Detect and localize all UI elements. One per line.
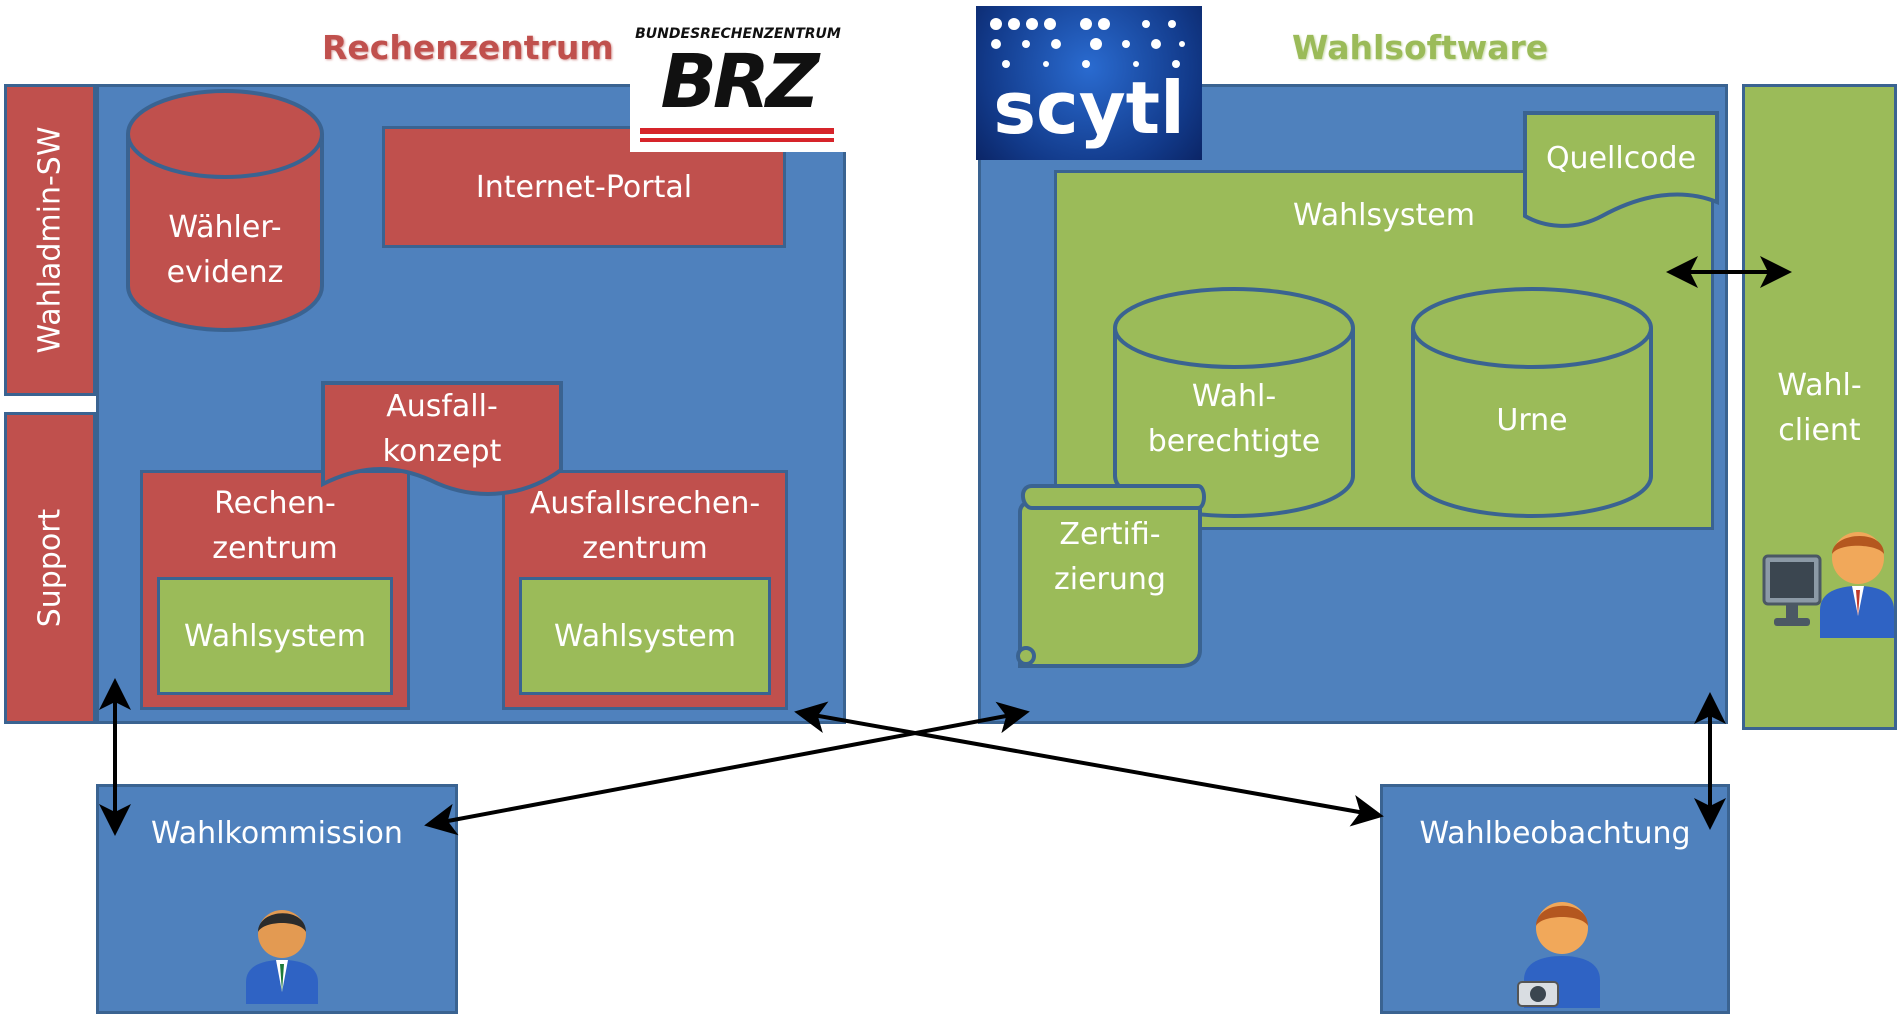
wahlsystem-label-1: Wahlsystem: [184, 619, 366, 654]
rechenzentrum-box: Rechen- zentrum Wahlsystem: [140, 470, 410, 710]
wahlsystem-label-2: Wahlsystem: [554, 619, 736, 654]
wahlsystem-main-label: Wahlsystem: [1293, 198, 1475, 233]
ausfallkonzept-label: Ausfall- konzept: [382, 389, 502, 469]
arrow-rechenzentrum-wahlbeobachtung: [794, 701, 1384, 827]
arrow-wahlkommission-wahlsoftware: [424, 701, 1030, 836]
observer-person-icon: [1517, 902, 1600, 1008]
database-wahlberechtigte-label: Wahl- berechtigte: [1147, 379, 1321, 459]
official-person-icon: [246, 910, 318, 1004]
quellcode-label: Quellcode: [1545, 141, 1697, 176]
database-waehlerevidenz-label: Wähler- evidenz: [166, 210, 284, 290]
database-urne-icon: [1411, 287, 1653, 518]
wahlkommission-label: Wahlkommission: [151, 816, 403, 851]
database-waehlerevidenz-icon: [126, 89, 324, 332]
brz-logo-mark: BRZ: [660, 39, 819, 125]
brz-logo: BUNDESRECHENZENTRUM BRZ: [630, 20, 846, 152]
side-support-panel: Support: [4, 412, 96, 724]
wahlsystem-box-2: Wahlsystem: [519, 577, 771, 695]
wahlclient-label: Wahl- client: [1777, 368, 1862, 448]
database-urne-label: Urne: [1496, 403, 1568, 438]
scytl-dots-icon: [990, 18, 1185, 68]
internet-portal-label: Internet-Portal: [475, 170, 693, 205]
wahlbeobachtung-label: Wahlbeobachtung: [1419, 816, 1691, 851]
side-wahladmin-panel: Wahladmin-SW: [4, 84, 96, 396]
ausfallsrechenzentrum-box: Ausfallsrechen- zentrum Wahlsystem: [502, 470, 788, 710]
scytl-logo: scytl: [976, 6, 1202, 160]
brz-logo-caption: BUNDESRECHENZENTRUM: [635, 26, 841, 42]
zertifizierung-scroll-icon: [1016, 484, 1206, 668]
scytl-wordmark: scytl: [993, 66, 1185, 150]
wahlsystem-box-1: Wahlsystem: [157, 577, 393, 695]
heading-rechenzentrum: Rechenzentrum: [322, 28, 614, 67]
ausfallkonzept-document-icon: [321, 381, 563, 496]
ausfallsrechenzentrum-label: Ausfallsrechen- zentrum: [529, 486, 761, 566]
wahlbeobachtung-box: Wahlbeobachtung: [1380, 784, 1730, 1014]
quellcode-document-icon: [1523, 111, 1719, 228]
rechenzentrum-label: Rechen- zentrum: [212, 486, 338, 566]
heading-wahlsoftware: Wahlsoftware: [1292, 28, 1549, 67]
zertifizierung-label: Zertifi- zierung: [1054, 517, 1166, 597]
computer-user-icon: [1762, 532, 1894, 638]
